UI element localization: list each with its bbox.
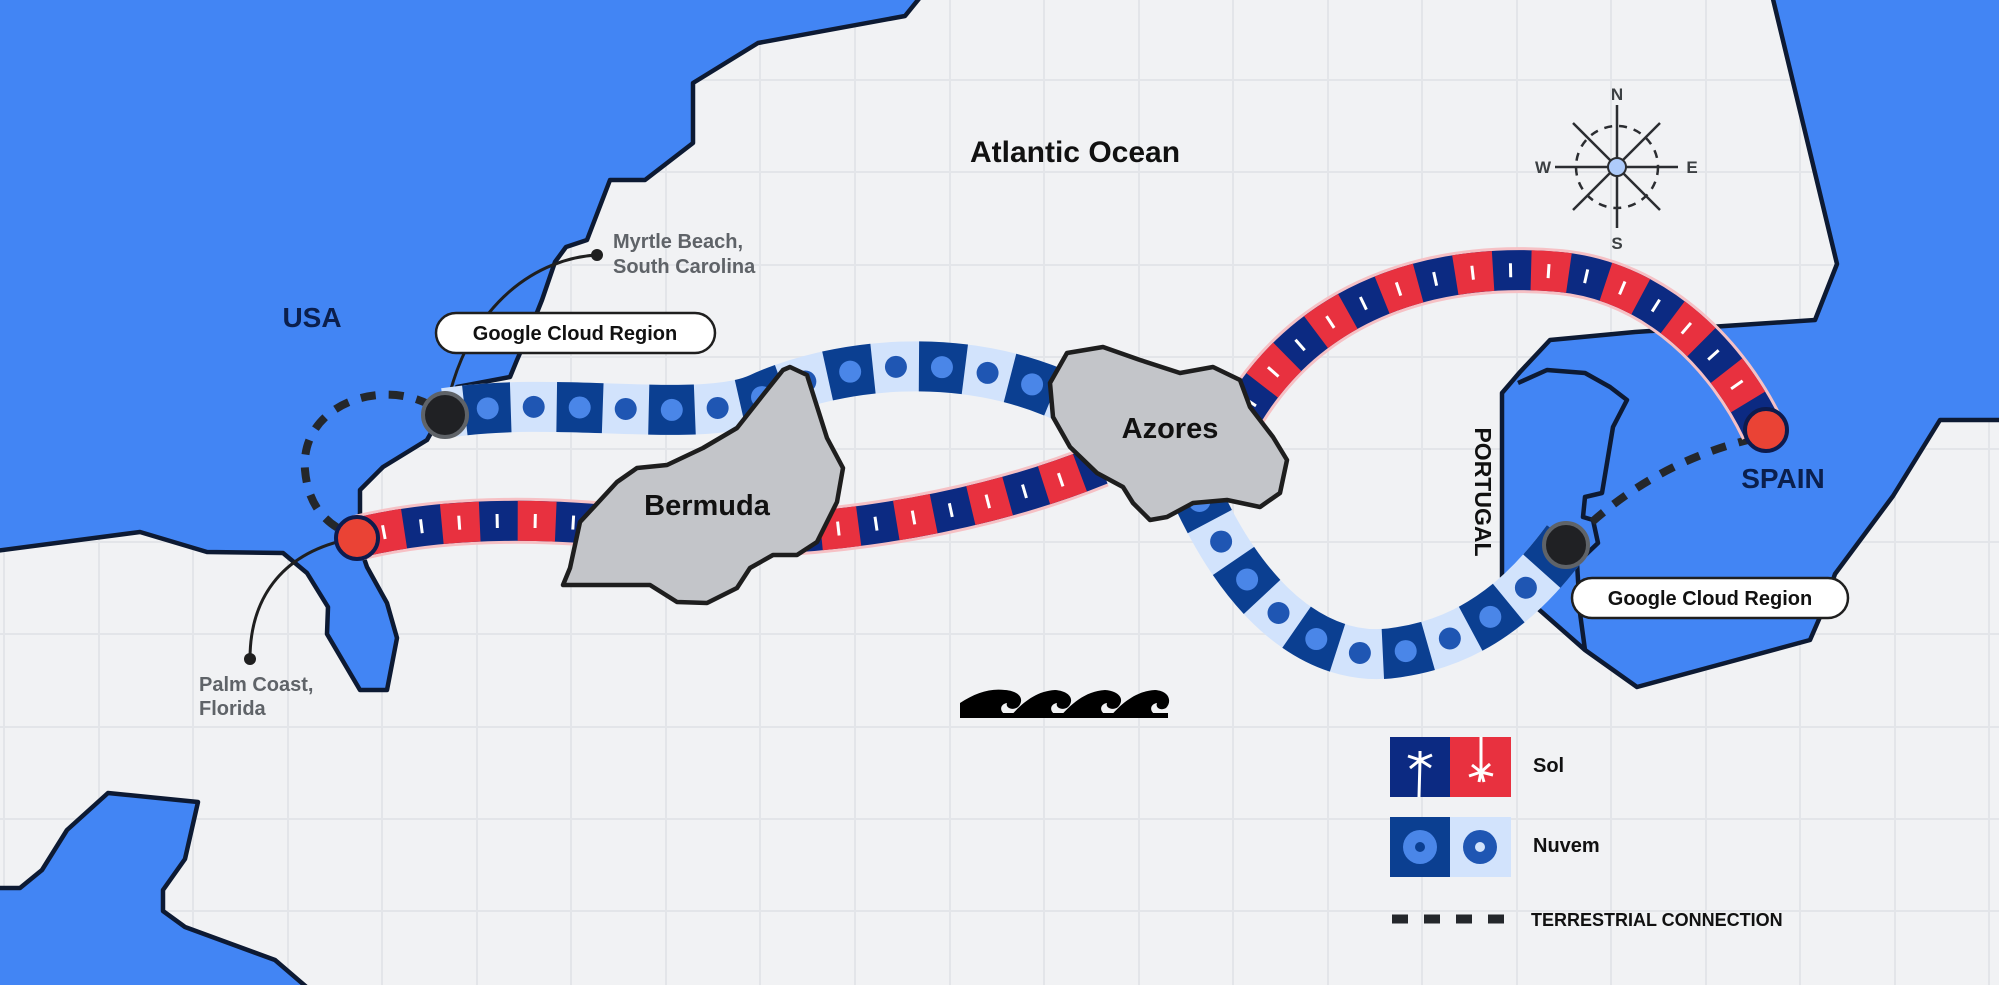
legend-item-nuvem: Nuvem [1390,817,1600,877]
myrtle-beach-pin [591,249,603,261]
landing-station-palm-coast[interactable] [334,515,380,561]
myrtle-beach-callout-line [445,253,598,406]
palm-coast-pin [244,653,256,665]
location-label-myrtle-beach-2: South Carolina [613,256,756,278]
location-label-myrtle-beach-1: Myrtle Beach, [613,231,743,253]
compass-south: S [1611,234,1622,253]
legend-label-nuvem: Nuvem [1533,835,1600,857]
cloud-region-label-portugal: Google Cloud Region [1608,588,1812,610]
location-label-palm-coast-1: Palm Coast, [199,674,313,696]
nuvem-cable-portugal [1167,469,1588,680]
legend-label-terrestrial: TERRESTRIAL CONNECTION [1531,910,1783,930]
legend: Sol Nuvem TERRESTRIAL CONNECTION [1390,737,1783,930]
palm-coast-callout-line [248,538,346,660]
waves-icon [960,689,1170,718]
compass-rose-icon [1555,105,1678,228]
compass-east: E [1686,158,1697,177]
bermuda-island [560,364,846,606]
sol-cable-spain [1225,247,1784,441]
cloud-region-badge-portugal[interactable]: Google Cloud Region [1570,576,1850,620]
compass-north: N [1611,85,1623,104]
island-label-bermuda: Bermuda [644,490,771,522]
ocean-label: Atlantic Ocean [970,136,1180,169]
legend-item-sol: Sol [1390,737,1564,798]
azores-island [1047,344,1290,523]
country-label-portugal: PORTUGAL [1470,427,1496,556]
legend-item-terrestrial: TERRESTRIAL CONNECTION [1392,910,1783,930]
south-landmass [0,790,308,985]
cloud-region-node-usa[interactable] [421,391,469,439]
palm-tile-icon [1390,737,1511,798]
legend-label-sol: Sol [1533,755,1564,777]
cloud-region-badge-usa[interactable]: Google Cloud Region [434,311,717,355]
compass-west: W [1535,158,1552,177]
terrestrial-connection-usa [300,390,432,536]
location-label-palm-coast-2: Florida [199,698,267,720]
cloud-region-node-portugal[interactable] [1542,521,1590,569]
terrestrial-connection-iberia [1589,436,1749,525]
cloud-region-label-usa: Google Cloud Region [473,323,677,345]
country-label-usa: USA [282,302,341,333]
landing-station-spain[interactable] [1743,407,1789,453]
flower-tile-icon [1390,817,1511,877]
island-label-azores: Azores [1122,413,1219,445]
country-label-spain: SPAIN [1741,463,1825,494]
